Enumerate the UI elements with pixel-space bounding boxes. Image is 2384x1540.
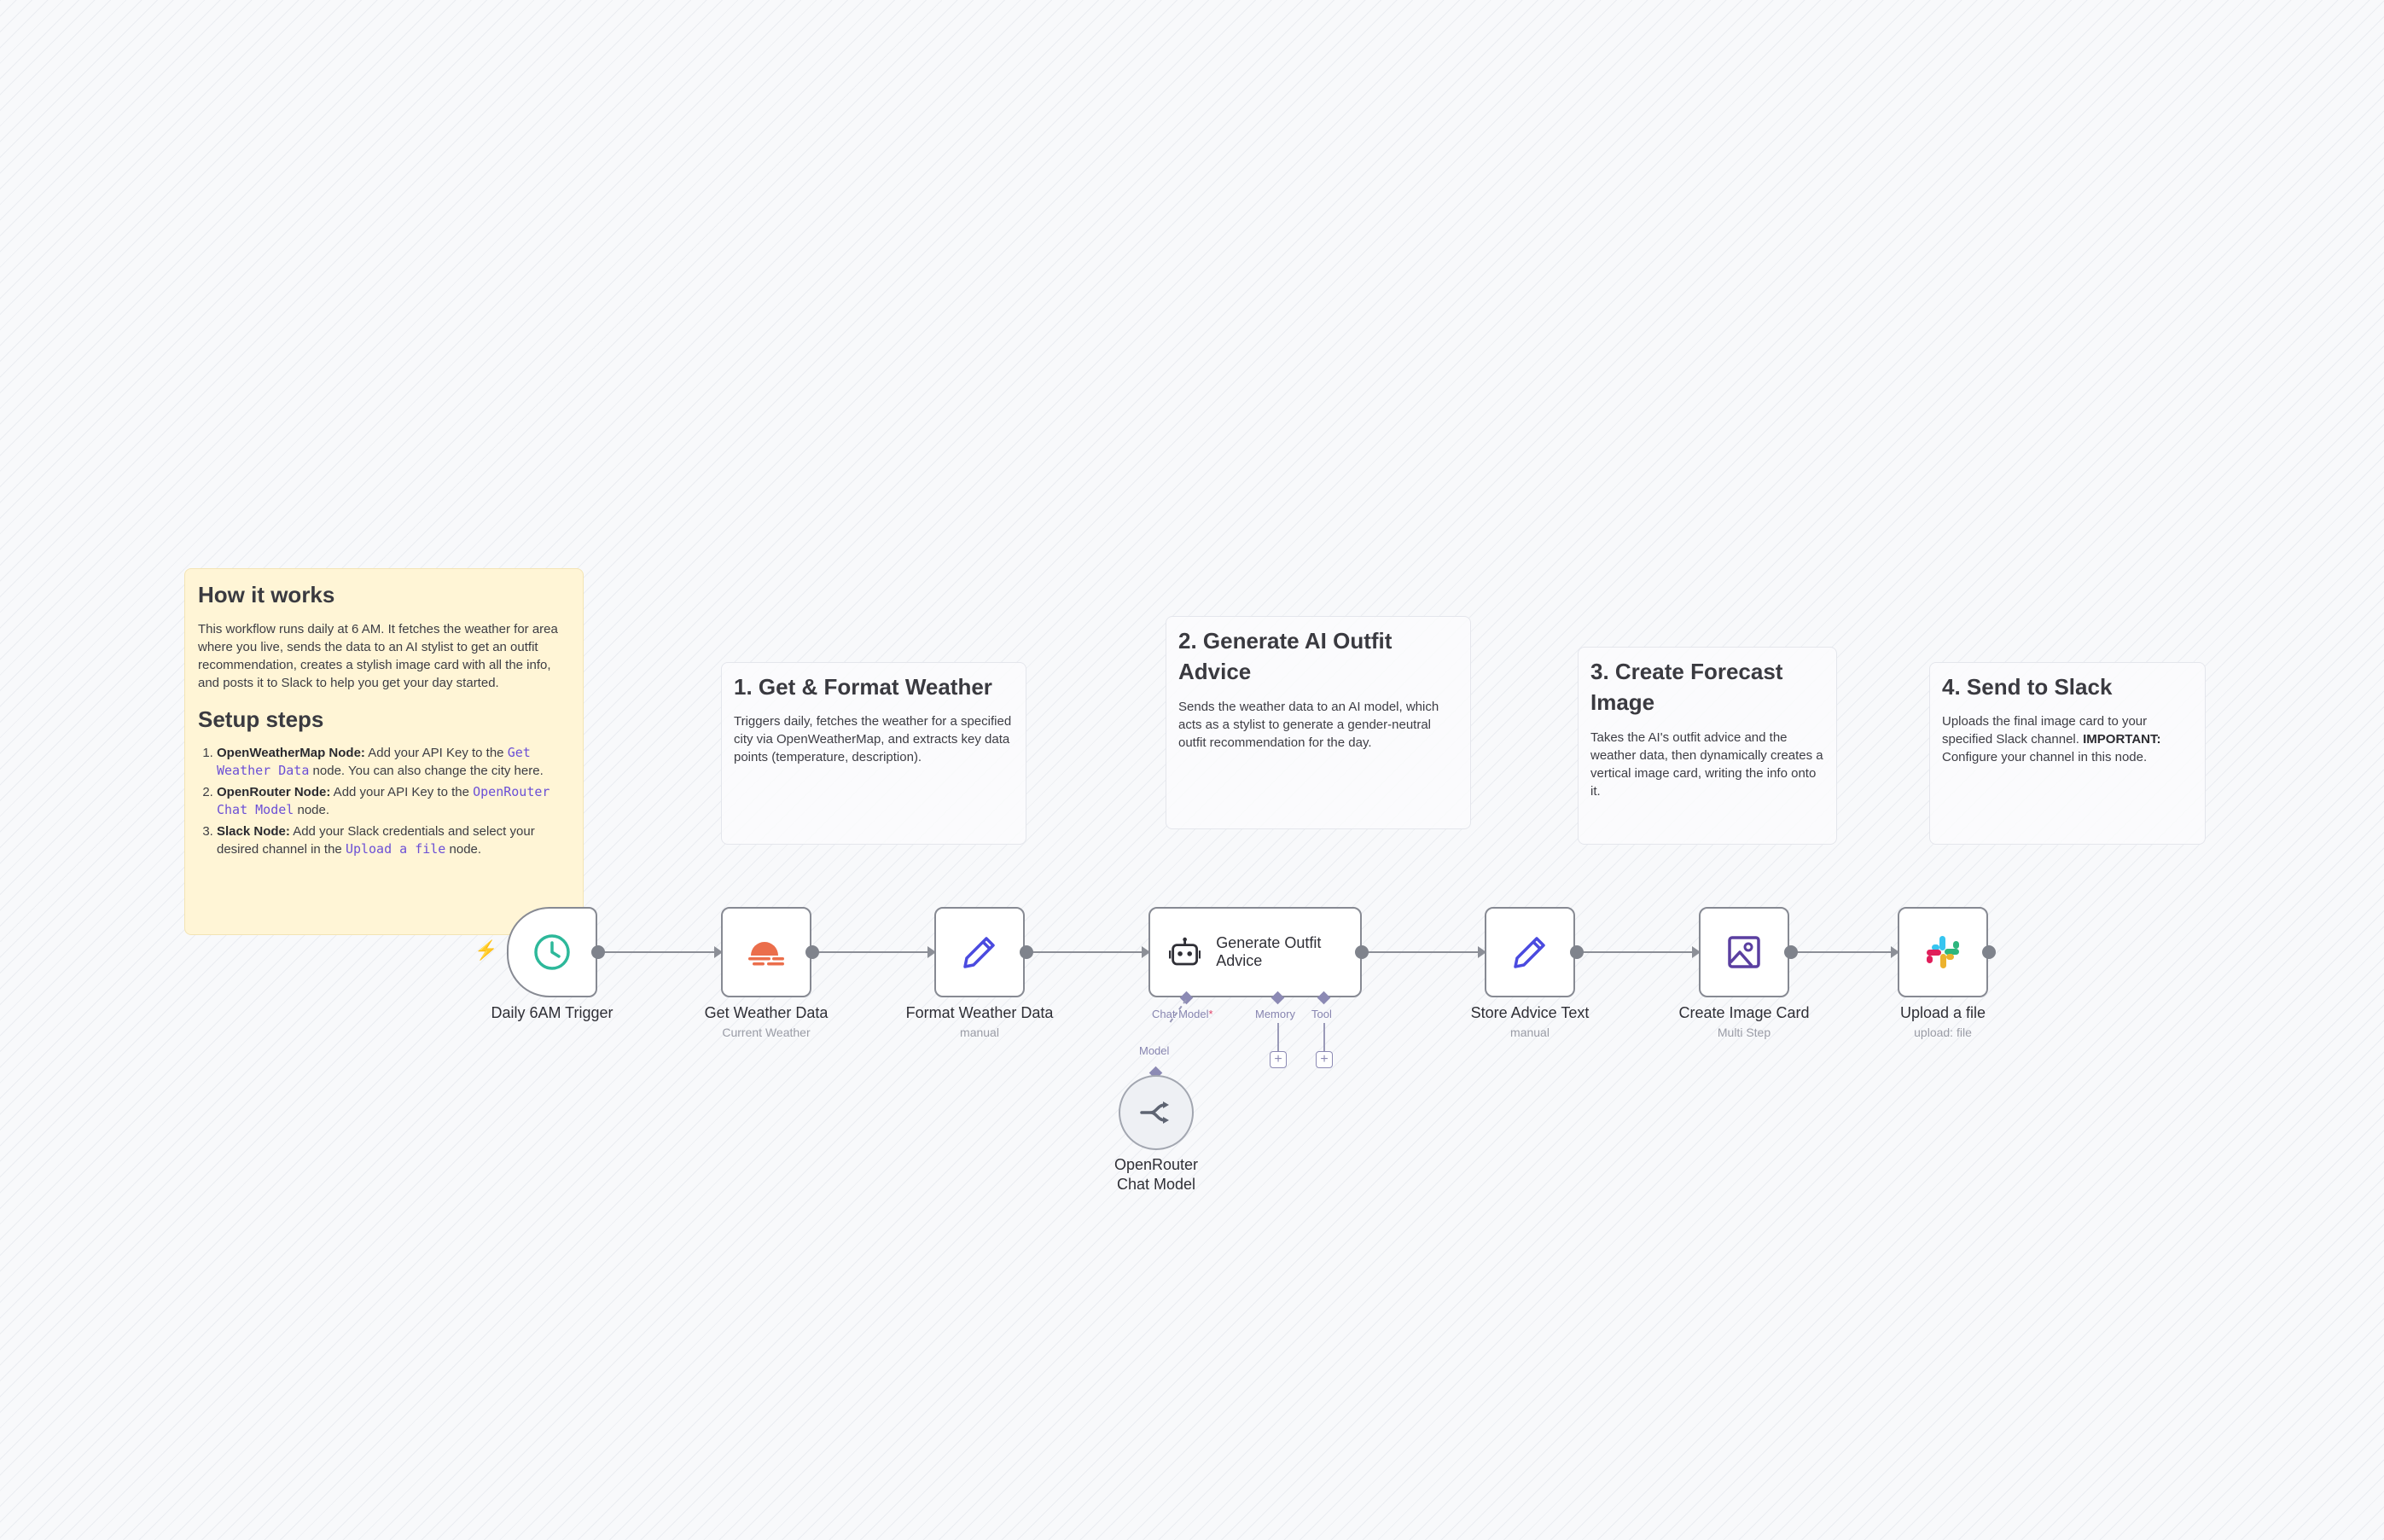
sticky-body: This workflow runs daily at 6 AM. It fet… [198,622,558,691]
sticky-body: Uploads the final image card to your spe… [1942,714,2161,765]
clock-icon [534,934,570,970]
node-label: Get Weather Data [704,1004,829,1021]
connection-image-to-upload[interactable] [1792,946,1899,958]
setup-steps-list: OpenWeatherMap Node: Add your API Key to… [198,744,570,858]
robot-icon [1169,937,1201,966]
pencil-icon [963,937,995,968]
node-label: Create Image Card [1678,1004,1810,1021]
output-handle[interactable] [805,945,819,959]
node-generate-outfit-advice[interactable]: Generate Outfit Advice [1148,907,1362,997]
node-openrouter-chat-model[interactable] [1119,1075,1194,1150]
connection-agent-to-store[interactable] [1363,946,1486,958]
node-subtitle: upload: file [1914,1026,1972,1039]
node-upload-a-file[interactable] [1898,907,1988,997]
sticky-title: 4. Send to Slack [1942,674,2113,700]
setup-title: Setup steps [198,706,324,733]
setup-step: Slack Node: Add your Slack credentials a… [217,822,570,858]
image-icon [1728,936,1760,968]
sticky-how-it-works[interactable]: How it works This workflow runs daily at… [184,568,584,935]
output-handle[interactable] [1784,945,1798,959]
slack-icon [1927,936,1959,968]
output-handle[interactable] [1570,945,1584,959]
node-subtitle: Current Weather [722,1026,811,1039]
port-label-chat-model: Chat Model* [1152,1008,1213,1020]
node-label: OpenRouter Chat Model [1114,1156,1199,1193]
sticky-title: 2. Generate AI Outfit Advice [1178,628,1393,685]
connection-trigger-to-weather[interactable] [599,946,723,958]
sticky-step-2[interactable]: 2. Generate AI Outfit Advice Sends the w… [1166,616,1471,829]
pencil-icon [1514,937,1545,968]
node-label: Format Weather Data [905,1004,1054,1021]
connection-store-to-image[interactable] [1578,946,1701,958]
sticky-step-1[interactable]: 1. Get & Format Weather Triggers daily, … [721,662,1026,845]
sticky-body: Sends the weather data to an AI model, w… [1178,699,1439,750]
sticky-title: How it works [198,582,335,607]
tool-connector-line [1323,1023,1325,1051]
sticky-step-3[interactable]: 3. Create Forecast Image Takes the AI's … [1578,647,1837,845]
add-memory-button[interactable]: + [1270,1051,1287,1068]
openrouter-icon [1140,1101,1169,1124]
output-handle[interactable] [1982,945,1996,959]
sticky-body: Takes the AI's outfit advice and the wea… [1590,729,1823,799]
sticky-title: 1. Get & Format Weather [734,674,992,700]
node-create-image-card[interactable] [1699,907,1789,997]
sticky-body: Triggers daily, fetches the weather for … [734,714,1012,765]
node-label: Store Advice Text [1470,1004,1590,1021]
node-subtitle: manual [1510,1026,1550,1039]
add-tool-button[interactable]: + [1316,1051,1333,1068]
node-store-advice-text[interactable] [1485,907,1575,997]
output-handle[interactable] [1355,945,1369,959]
output-handle[interactable] [1020,945,1033,959]
node-format-weather-data[interactable] [934,907,1025,997]
node-label: Generate Outfit Advice [1216,934,1322,969]
node-label: Daily 6AM Trigger [491,1004,613,1021]
model-connection-line[interactable] [1152,998,1203,1075]
sticky-title: 3. Create Forecast Image [1590,659,1783,716]
output-handle[interactable] [591,945,605,959]
setup-step: OpenRouter Node: Add your API Key to the… [217,783,570,819]
port-label-tool: Tool [1311,1008,1332,1020]
node-get-weather-data[interactable] [721,907,811,997]
node-label: Upload a file [1899,1004,1986,1021]
port-label-model: Model [1139,1044,1170,1057]
node-daily-trigger[interactable] [507,907,597,997]
weather-sun-icon [748,942,784,966]
node-subtitle: Multi Step [1717,1026,1771,1039]
connection-format-to-agent[interactable] [1027,946,1150,958]
sticky-step-4[interactable]: 4. Send to Slack Uploads the final image… [1929,662,2206,845]
setup-step: OpenWeatherMap Node: Add your API Key to… [217,744,570,780]
node-subtitle: manual [960,1026,999,1039]
memory-connector-line [1277,1023,1279,1051]
port-label-memory: Memory [1255,1008,1295,1020]
trigger-bolt-icon: ⚡ [474,939,498,961]
connection-weather-to-format[interactable] [813,946,936,958]
